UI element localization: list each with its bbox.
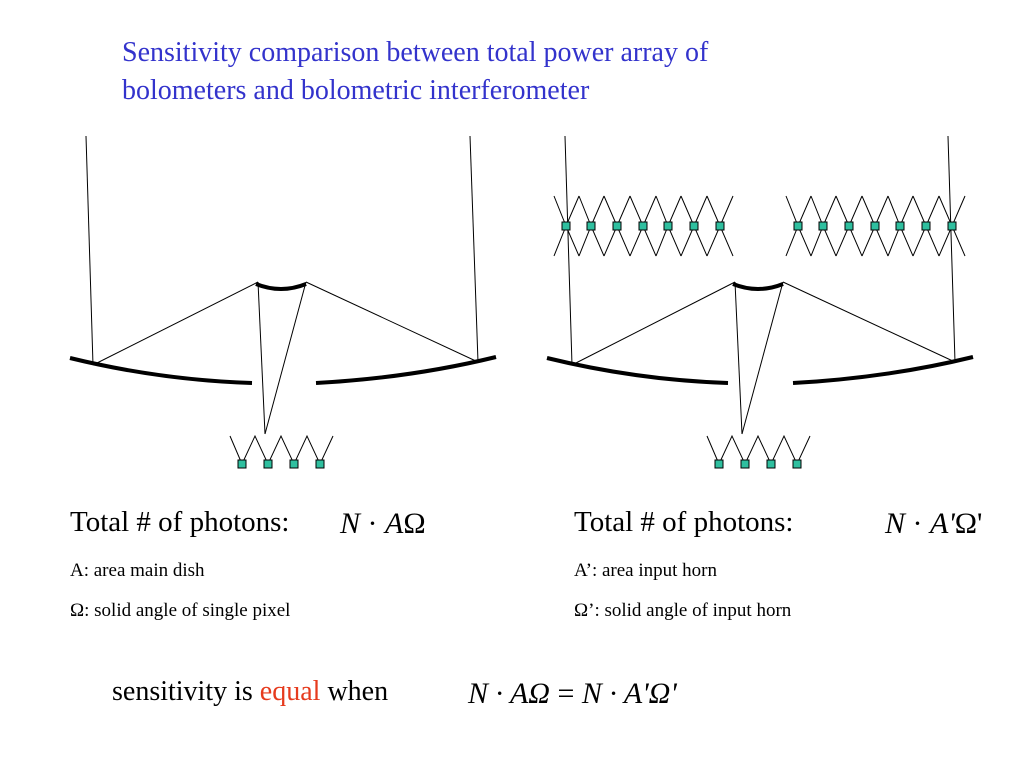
ray xyxy=(305,281,479,363)
secondary-mirror xyxy=(732,282,784,291)
omega-symbol: Ω xyxy=(70,600,85,621)
formula-n: N xyxy=(885,507,906,540)
main-dish-left-half xyxy=(69,356,253,385)
horn-pixel xyxy=(870,221,880,231)
formula-a-prime: A' xyxy=(930,507,955,540)
formula-a: A xyxy=(385,507,404,540)
bolometer-pixel xyxy=(740,459,750,469)
horn-pixel xyxy=(818,221,828,231)
right-beam-edge xyxy=(947,135,956,363)
horn-pixel xyxy=(793,221,803,231)
right-note-area: A’: area input horn xyxy=(574,560,717,581)
horn-pixel xyxy=(663,221,673,231)
horn-pixel xyxy=(715,221,725,231)
conclusion-highlight: equal xyxy=(259,676,321,707)
bolometer-array xyxy=(229,434,334,469)
bolometer-pixel xyxy=(263,459,273,469)
formula-dot: · xyxy=(912,507,923,540)
ray xyxy=(257,281,266,435)
left-note-solid-angle-text: : solid angle of single pixel xyxy=(84,600,291,621)
main-dish-left-half xyxy=(546,356,729,385)
horn-pixel xyxy=(586,221,596,231)
main-dish-right-half xyxy=(315,355,497,385)
equality-rhs: N · A'Ω' xyxy=(581,677,677,710)
horn-array-left xyxy=(553,195,734,257)
ray xyxy=(741,281,784,435)
horn-pixel xyxy=(947,221,957,231)
bolometric-interferometer xyxy=(546,135,974,469)
formula-omega-prime: Ω' xyxy=(954,507,983,540)
horn-pixel xyxy=(844,221,854,231)
conclusion-prefix: sensitivity is xyxy=(112,676,260,707)
right-note-solid-angle-text: ’: solid angle of input horn xyxy=(588,600,792,621)
right-photon-heading: Total # of photons: xyxy=(574,506,794,538)
page-title: Sensitivity comparison between total pow… xyxy=(122,34,882,110)
equality-lhs: N · AΩ xyxy=(468,677,550,710)
ray xyxy=(734,281,743,435)
bolometer-pixel xyxy=(289,459,299,469)
bolometer-pixel xyxy=(237,459,247,469)
horn-pixel xyxy=(638,221,648,231)
horn-pixel xyxy=(895,221,905,231)
equality-formula: N · AΩ = N · A'Ω' xyxy=(468,677,677,711)
bolometer-array xyxy=(706,434,811,469)
ray xyxy=(782,281,956,363)
ray xyxy=(571,281,736,366)
horn-pixel xyxy=(561,221,571,231)
main-dish-right-half xyxy=(792,355,974,385)
right-photon-formula: N · A'Ω' xyxy=(885,507,982,541)
ray xyxy=(92,281,259,366)
right-note-solid-angle: Ω’: solid angle of input horn xyxy=(574,600,791,622)
bolometer-pixel xyxy=(315,459,325,469)
omega-symbol: Ω xyxy=(574,600,589,621)
secondary-mirror xyxy=(255,282,307,291)
left-note-solid-angle: Ω: solid angle of single pixel xyxy=(70,600,290,622)
horn-pixel xyxy=(921,221,931,231)
left-photon-formula: N · AΩ xyxy=(340,507,426,541)
conclusion-text: sensitivity is equal when xyxy=(112,676,388,708)
horn-pixel xyxy=(612,221,622,231)
bolometer-pixel xyxy=(714,459,724,469)
formula-dot: · xyxy=(367,507,378,540)
conclusion-suffix: when xyxy=(320,676,389,707)
horn-array-right xyxy=(785,195,966,257)
bolometer-pixel xyxy=(792,459,802,469)
left-beam-edge xyxy=(564,135,573,366)
ray xyxy=(264,281,307,435)
bolometer-pixel xyxy=(766,459,776,469)
title-line-1: Sensitivity comparison between total pow… xyxy=(122,37,709,68)
formula-omega: Ω xyxy=(403,507,426,540)
equality-sign: = xyxy=(557,677,575,710)
left-note-area: A: area main dish xyxy=(70,560,205,581)
left-beam-edge xyxy=(85,135,94,366)
total-power-telescope xyxy=(69,135,497,469)
right-beam-edge xyxy=(469,135,479,363)
horn-pixel xyxy=(689,221,699,231)
left-photon-heading: Total # of photons: xyxy=(70,506,290,538)
title-line-2: bolometers and bolometric interferometer xyxy=(122,75,590,106)
formula-n: N xyxy=(340,507,361,540)
